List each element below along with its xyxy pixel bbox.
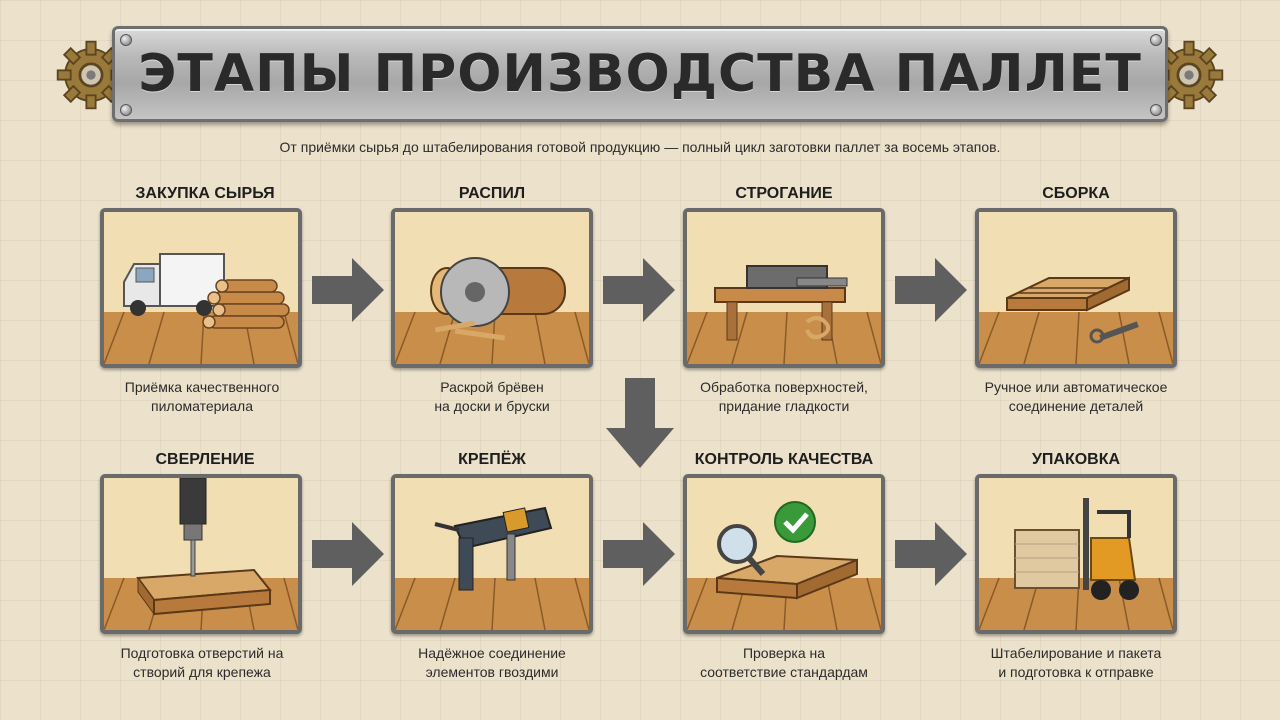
step-desc-line: пиломатериала xyxy=(150,398,253,414)
arrow-right-icon xyxy=(603,522,675,586)
step-title-4: СБОРКА xyxy=(1042,185,1110,202)
arrow-right-icon xyxy=(895,522,967,586)
arrow-right-icon xyxy=(312,522,384,586)
arrow-down-icon xyxy=(606,378,674,468)
rivet xyxy=(1150,34,1162,46)
step-image-3 xyxy=(683,208,885,368)
step-desc-line: Проверка на xyxy=(742,645,826,661)
page-title: ЭТАПЫ ПРОИЗВОДСТВА ПАЛЛЕТ xyxy=(138,44,1142,104)
nail-gun-icon xyxy=(395,478,589,630)
step-image-6 xyxy=(391,474,593,634)
step-desc-line: соответствие стандардам xyxy=(700,664,868,680)
step-desc-line: створий для крепежа xyxy=(133,664,271,680)
step-desc-line: соединение деталей xyxy=(1008,398,1144,414)
step-image-7 xyxy=(683,474,885,634)
step-desc-line: и подготовка к отправке xyxy=(998,664,1154,680)
planer-icon xyxy=(687,212,881,364)
magnifier-check-icon xyxy=(687,478,881,630)
step-image-1 xyxy=(100,208,302,368)
step-desc-line: Обработка поверхностей, xyxy=(700,379,868,395)
step-title-5: СВЕРЛЕНИЕ xyxy=(155,451,255,468)
step-image-8 xyxy=(975,474,1177,634)
step-desc-6: Надёжное соединение элементов гвоздими xyxy=(372,644,612,682)
pallet-wrench-icon xyxy=(979,212,1173,364)
step-title-3: СТРОГАНИЕ xyxy=(735,185,833,202)
gear-icon-right xyxy=(1154,40,1224,110)
step-desc-3: Обработка поверхностей, придание гладкос… xyxy=(664,378,904,416)
step-desc-2: Раскрой брёвен на доски и бруски xyxy=(372,378,612,416)
rivet xyxy=(120,34,132,46)
step-desc-line: на доски и бруски xyxy=(434,398,550,414)
step-title-6: КРЕПЁЖ xyxy=(458,451,526,468)
step-image-5 xyxy=(100,474,302,634)
step-desc-line: Подготовка отверстий на xyxy=(120,645,284,661)
subtitle: От приёмки сырья до штабелирования готов… xyxy=(279,139,1001,155)
drill-icon xyxy=(104,478,298,630)
step-desc-4: Ручное или автоматическое соединение дет… xyxy=(956,378,1196,416)
step-desc-5: Подготовка отверстий на створий для креп… xyxy=(82,644,322,682)
step-image-2 xyxy=(391,208,593,368)
forklift-icon xyxy=(979,478,1173,630)
step-title-1: ЗАКУПКА СЫРЬЯ xyxy=(135,185,275,202)
arrow-right-icon xyxy=(312,258,384,322)
step-desc-line: элементов гвоздими xyxy=(425,664,559,680)
arrow-right-icon xyxy=(603,258,675,322)
step-desc-line: Штабелирование и пакета xyxy=(990,645,1162,661)
title-plate: ЭТАПЫ ПРОИЗВОДСТВА ПАЛЛЕТ xyxy=(112,26,1168,122)
step-title-8: УПАКОВКА xyxy=(1031,451,1121,468)
truck-logs-icon xyxy=(104,212,298,364)
step-desc-line: Приёмка качественного xyxy=(124,379,280,395)
step-desc-8: Штабелирование и пакета и подготовка к о… xyxy=(956,644,1196,682)
step-desc-7: Проверка на соответствие стандардам xyxy=(664,644,904,682)
step-title-7: КОНТРОЛЬ КАЧЕСТВА xyxy=(694,451,874,468)
step-desc-line: Раскрой брёвен xyxy=(440,379,544,395)
step-image-4 xyxy=(975,208,1177,368)
saw-log-icon xyxy=(395,212,589,364)
rivet xyxy=(120,104,132,116)
rivet xyxy=(1150,104,1162,116)
step-desc-line: Надёжное соединение xyxy=(418,645,566,661)
step-desc-1: Приёмка качественного пиломатериала xyxy=(82,378,322,416)
step-desc-line: придание гладкости xyxy=(718,398,850,414)
step-title-2: РАСПИЛ xyxy=(458,185,526,202)
arrow-right-icon xyxy=(895,258,967,322)
step-desc-line: Ручное или автоматическое xyxy=(984,379,1168,395)
